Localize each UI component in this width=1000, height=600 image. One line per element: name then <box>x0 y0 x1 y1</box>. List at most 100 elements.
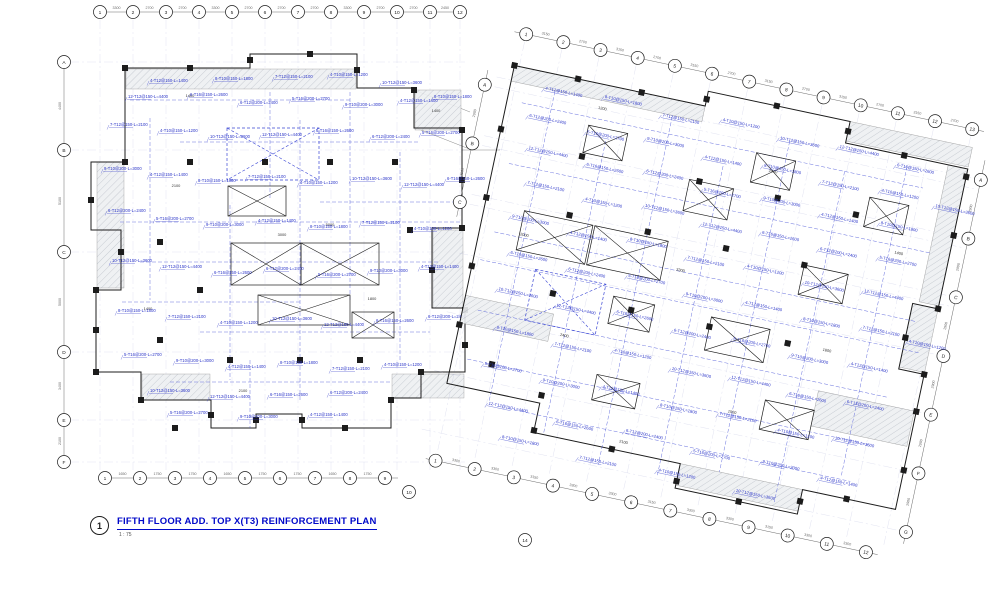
x-panel-diagonal <box>591 383 641 401</box>
rebar-leader <box>818 251 842 257</box>
rebar-leader-tick <box>206 396 210 402</box>
grid-bubble <box>343 471 357 485</box>
rebar-leader <box>803 284 827 290</box>
rebar-leader <box>761 200 786 206</box>
rebar-leader-tick <box>497 436 502 441</box>
grid-bubble <box>258 5 272 19</box>
detail-number-bubble: 1 <box>90 516 109 535</box>
rebar-leader-tick <box>731 490 736 495</box>
rebar-leader-tick <box>380 364 384 370</box>
rebar-leader-tick <box>410 228 414 234</box>
rebar-label: 5-T16@200-L=2700 <box>292 96 330 101</box>
column <box>392 159 398 165</box>
rebar-label: 10-T12@150-L=3600 <box>210 134 251 139</box>
grid-bubble <box>378 471 392 485</box>
column <box>172 425 178 431</box>
grid-line <box>434 370 914 473</box>
column <box>357 357 363 363</box>
column <box>703 95 711 103</box>
rebar-leader-tick <box>524 147 528 153</box>
x-panel <box>515 210 594 265</box>
grid-bubble <box>291 5 305 19</box>
rebar-leader-tick <box>124 96 128 102</box>
grid-line <box>471 194 952 297</box>
rebar-leader <box>895 167 920 173</box>
rebar-leader-tick <box>787 355 791 360</box>
rebar-leader-tick <box>689 450 693 455</box>
dimension-text: 3000 <box>278 232 287 237</box>
rebar-leader <box>483 365 507 372</box>
rebar-leader-tick <box>378 82 382 88</box>
rebar-leader-tick <box>268 318 272 324</box>
grid-bubble-label: 11 <box>895 111 901 118</box>
rebar-leader <box>760 234 785 240</box>
rebar-leader <box>644 173 669 179</box>
rebar-leader-tick <box>494 288 498 293</box>
rebar-leader <box>495 329 519 335</box>
rebar-extent-line <box>656 165 724 478</box>
x-panel <box>758 399 815 441</box>
column <box>93 327 99 333</box>
x-panel-diagonal <box>582 133 628 153</box>
rebar-leader <box>818 480 843 486</box>
rebar-leader <box>626 277 651 284</box>
grid-bubble <box>238 471 252 485</box>
rebar-label: 4-T10@150-L=1200 <box>220 320 258 325</box>
grid-bubble <box>891 106 905 121</box>
rebar-leader-tick <box>600 96 605 101</box>
rebar-label: 4-T12@150-L=1400 <box>850 361 889 374</box>
rebar-label: 6-T12@200-L=2400 <box>266 266 304 271</box>
rebar-leader <box>577 459 602 465</box>
rebar-leader-tick <box>206 136 210 142</box>
rebar-label: 6-T16@150-L=2600 <box>510 250 549 263</box>
rebar-label: 4-T10@150-L=1200 <box>414 226 452 231</box>
column <box>578 152 586 161</box>
rebar-leader <box>525 184 550 191</box>
grid-bubble <box>630 51 645 65</box>
rebar-leader-tick <box>582 164 586 169</box>
dimension-value: 3150 <box>541 31 550 37</box>
rebar-label: 6-T12@200-L=2400 <box>240 100 278 105</box>
column <box>227 357 233 363</box>
title-block: 1 FIFTH FLOOR ADD. TOP X(T3) REINFORCEME… <box>90 516 377 538</box>
rebar-label: 5-T16@200-L=2700 <box>693 448 732 461</box>
rebar-leader <box>554 423 579 430</box>
rebar-leader-tick <box>698 223 702 228</box>
dimension-text: 1200 <box>598 105 608 112</box>
grid-bubble <box>465 136 480 151</box>
grid-bubble-label: 14 <box>522 538 528 544</box>
rebar-leader <box>624 432 648 439</box>
dimension-line <box>425 458 878 555</box>
rebar-label: 5-T16@200-L=2700 <box>484 361 523 374</box>
rebar-label: 8-T10@150-L=1800 <box>215 76 253 81</box>
grid-bubble-label: 6 <box>629 500 633 506</box>
dimension-value: 3150 <box>616 47 625 53</box>
grid-line <box>622 81 711 493</box>
x-panel-diagonal <box>257 294 351 326</box>
rebar-leader-tick <box>254 220 258 226</box>
rebar-leader <box>691 453 716 459</box>
dimension-value: 3150 <box>765 524 774 530</box>
rebar-leader-tick <box>846 363 850 368</box>
rebar-leader-tick <box>306 226 310 232</box>
grid-bubble-label: 10 <box>406 490 412 496</box>
x-panel-diagonal <box>586 240 669 266</box>
column <box>455 321 463 329</box>
grid-line <box>548 65 637 477</box>
rebar-label: 12-T12@150-L=4400 <box>324 322 365 327</box>
x-panel <box>607 295 656 333</box>
rebar-extent-line <box>488 91 556 403</box>
x-panel-diagonal <box>516 224 594 251</box>
grid-bubble <box>961 231 976 246</box>
rebar-leader <box>845 403 869 410</box>
rebar-label: 5-T16@200-L=2700 <box>879 255 918 268</box>
rebar-leader-tick <box>575 457 579 462</box>
grid-bubble-label: B <box>966 236 970 243</box>
rebar-leader-tick <box>100 168 104 174</box>
rebar-label: 5-T16@200-L=2700 <box>587 129 626 142</box>
dimension-value: 3300 <box>686 508 695 514</box>
rebar-leader-tick <box>683 257 687 262</box>
column <box>549 289 557 297</box>
rebar-label: 8-T10@150-L=1800 <box>502 434 541 447</box>
rebar-label: 7-T12@150-L=2100 <box>719 411 758 424</box>
